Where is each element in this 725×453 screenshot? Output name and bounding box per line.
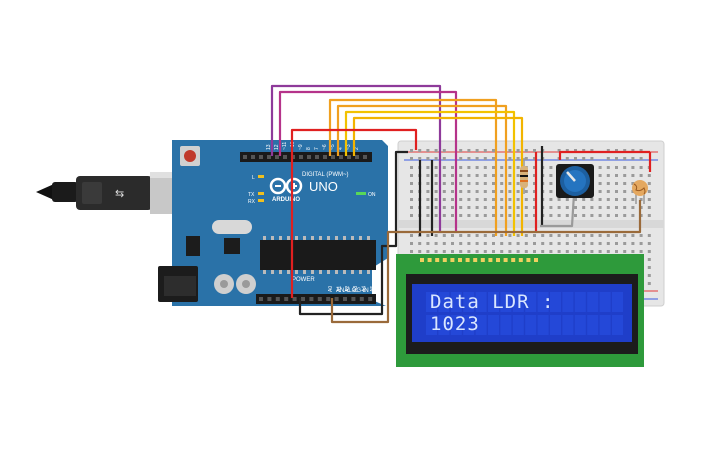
on-label: ON <box>368 192 376 198</box>
wire-magenta <box>278 90 458 232</box>
power-analog-header[interactable] <box>256 294 376 304</box>
analog-pin-label: A2 <box>345 286 351 292</box>
wire-red-5v <box>290 128 418 298</box>
wire-black-gnd <box>298 150 408 316</box>
analog-pin-label: A5 <box>370 286 376 292</box>
header-holes <box>243 155 373 301</box>
digital-pin-label: 8 <box>306 147 312 150</box>
analog-label: ANALOG IN <box>336 288 369 294</box>
digital-pin-label: ~5 <box>330 144 336 150</box>
arduino-brand: ARDUINO <box>272 197 300 203</box>
digital-label: DIGITAL (PWM~) <box>302 172 349 178</box>
chip-legs <box>263 236 370 274</box>
resistor-icon[interactable] <box>520 158 528 194</box>
wire-brown-a0 <box>330 200 642 324</box>
digital-pin-label: ~3 <box>346 144 352 150</box>
atmega-chip <box>260 240 376 270</box>
wire-purple <box>270 84 442 232</box>
uno-model-label: UNO <box>309 179 338 194</box>
power-label: POWER <box>292 277 315 283</box>
digital-pin-label: 13 <box>266 144 272 150</box>
crystal-oscillator <box>212 220 252 234</box>
digital-pin-label: 4 <box>338 147 344 150</box>
digital-header[interactable] <box>240 152 372 162</box>
tx-label: TX <box>248 192 255 198</box>
arduino-infinity-logo-icon <box>269 177 303 195</box>
analog-pin-label: A3 <box>353 286 359 292</box>
digital-pin-label: 12 <box>274 144 280 150</box>
lcd-line-1: Data LDR : <box>430 291 554 313</box>
digital-pin-label: ~6 <box>322 144 328 150</box>
rx-label: RX <box>248 199 256 205</box>
lcd-pins <box>420 258 538 262</box>
lcd-module[interactable]: Data LDR : 1023 <box>396 254 644 367</box>
digital-pin-label: ~9 <box>298 144 304 150</box>
wire-red-pot <box>558 150 650 160</box>
l-label: L <box>252 175 255 181</box>
digital-pin-label: ~11 <box>282 142 288 150</box>
wire-yellow-1 <box>344 110 516 236</box>
photoresistor-icon[interactable] <box>632 180 648 204</box>
wire-orange-1 <box>328 98 498 236</box>
analog-pin-label: A4 <box>362 286 368 292</box>
wire-gray <box>540 193 576 228</box>
arduino-uno-board[interactable]: DIGITAL (PWM~) ANALOG IN POWER L TX RX O… <box>158 140 388 306</box>
analog-pin-label: A0 <box>328 286 334 292</box>
digital-pin-label: 7 <box>314 147 320 150</box>
potentiometer-icon[interactable] <box>556 164 594 198</box>
digital-pin-label: 2 <box>354 147 360 150</box>
lcd-line-2: 1023 <box>430 313 480 335</box>
svg-text:⇆: ⇆ <box>115 187 124 200</box>
analog-pin-label: A1 <box>336 286 342 292</box>
lcd-cells <box>426 292 623 335</box>
